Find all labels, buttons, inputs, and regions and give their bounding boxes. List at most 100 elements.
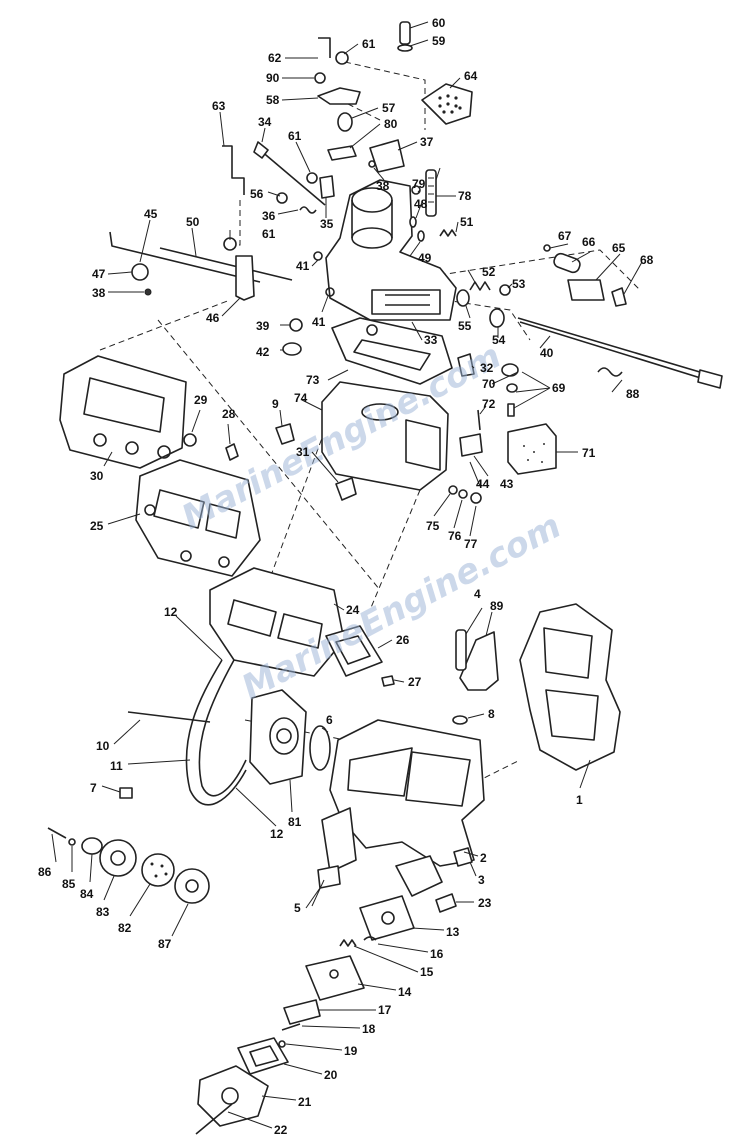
callout-56: 56 (250, 187, 264, 201)
callout-49: 49 (418, 251, 432, 265)
callout-20: 20 (324, 1068, 338, 1082)
spring-15-icon (339, 939, 357, 947)
callout-67: 67 (558, 229, 572, 243)
callout-74: 74 (294, 391, 308, 405)
watermark-text: MarineEngine.com (175, 336, 507, 538)
callout-57: 57 (382, 101, 396, 115)
callout-46: 46 (206, 311, 220, 325)
callout-68: 68 (640, 253, 654, 267)
callout-66: 66 (582, 235, 596, 249)
callout-87: 87 (158, 937, 172, 951)
spring-52-icon (469, 281, 491, 291)
callout-73: 73 (306, 373, 320, 387)
plunger-66-icon (553, 252, 581, 274)
gasket-1-icon (519, 603, 621, 771)
callout-36: 36 (262, 209, 276, 223)
callout-69: 69 (552, 381, 566, 395)
clip-80-icon (327, 145, 357, 161)
callout-40: 40 (540, 346, 554, 360)
callout-65: 65 (612, 241, 626, 255)
callout-47: 47 (92, 267, 106, 281)
callout-80: 80 (384, 117, 398, 131)
screw-27-icon (381, 675, 395, 687)
bolt-10-icon (127, 711, 211, 723)
throttle-linkage (109, 231, 335, 356)
part-75-icon (448, 485, 458, 495)
callout-35: 35 (320, 217, 334, 231)
gasket-30-icon (59, 355, 187, 469)
callout-37: 37 (420, 135, 434, 149)
arm-35-icon (319, 175, 335, 199)
washer-56-icon (276, 192, 288, 204)
bracket-43-icon (459, 433, 483, 457)
intake-plates (59, 355, 395, 687)
screw-28-icon (225, 443, 239, 461)
ring-39-icon (289, 318, 303, 332)
callout-4: 4 (474, 587, 481, 601)
callout-34: 34 (258, 115, 272, 129)
callout-81: 81 (288, 815, 302, 829)
lever-46-icon (235, 255, 255, 301)
nut-90-icon (314, 72, 326, 84)
callout-28: 28 (222, 407, 236, 421)
screw-60-icon (399, 21, 411, 45)
callout-12a: 12 (164, 605, 178, 619)
nut-61b-icon (306, 172, 318, 184)
callout-61: 61 (362, 37, 376, 51)
bolt-4-icon (455, 629, 467, 671)
lever-58-icon (317, 87, 361, 105)
callout-75: 75 (426, 519, 440, 533)
bracket-89-icon (459, 631, 499, 691)
callout-53: 53 (512, 277, 526, 291)
callout-7: 7 (90, 781, 97, 795)
pin-41-icon (313, 251, 323, 261)
reed-valve-stack (195, 855, 457, 1135)
gasket-6-icon (309, 725, 331, 771)
housing-21-icon (197, 1065, 269, 1127)
callout-45: 45 (144, 207, 158, 221)
callout-44: 44 (476, 477, 490, 491)
carburetor-top-assembly (222, 21, 473, 321)
callout-41: 41 (296, 259, 310, 273)
callout-78: 78 (458, 189, 472, 203)
callout-71: 71 (582, 446, 596, 460)
gasket-24-icon (209, 567, 345, 677)
callout-39: 39 (256, 319, 270, 333)
callout-30: 30 (90, 469, 104, 483)
callout-84: 84 (80, 887, 94, 901)
screw-86-icon (47, 827, 67, 839)
callout-11: 11 (110, 759, 123, 773)
callout-10: 10 (96, 739, 110, 753)
reed-block-26-icon (325, 625, 383, 677)
callout-3: 3 (478, 873, 485, 887)
housing-87-icon (174, 868, 210, 904)
shaft-50-icon (159, 247, 293, 281)
callout-19: 19 (344, 1044, 358, 1058)
intake-housing (317, 603, 621, 889)
part-76-icon (458, 489, 468, 499)
callout-numbers: 60 59 62 61 90 58 64 57 80 37 63 34 61 3… (38, 16, 654, 1137)
spring-36-icon (299, 206, 317, 214)
callout-25: 25 (90, 519, 104, 533)
callout-83: 83 (96, 905, 110, 919)
callout-leaders (51, 21, 643, 1129)
callout-72: 72 (482, 397, 496, 411)
part-67-icon (543, 244, 551, 252)
callout-38b: 38 (92, 286, 106, 300)
callout-59: 59 (432, 34, 446, 48)
callout-5: 5 (294, 901, 301, 915)
part-49-icon (417, 230, 425, 242)
screw-23-icon (435, 893, 457, 913)
callout-62: 62 (268, 51, 282, 65)
seal-55-icon (456, 289, 470, 307)
callout-54: 54 (492, 333, 506, 347)
callout-55: 55 (458, 319, 472, 333)
plate-25-icon (135, 459, 261, 577)
gasket-20-icon (237, 1037, 289, 1075)
screw-31-icon (335, 477, 357, 501)
screw-3-icon (453, 847, 473, 867)
link-62-icon (318, 37, 331, 58)
callout-22: 22 (274, 1123, 288, 1137)
